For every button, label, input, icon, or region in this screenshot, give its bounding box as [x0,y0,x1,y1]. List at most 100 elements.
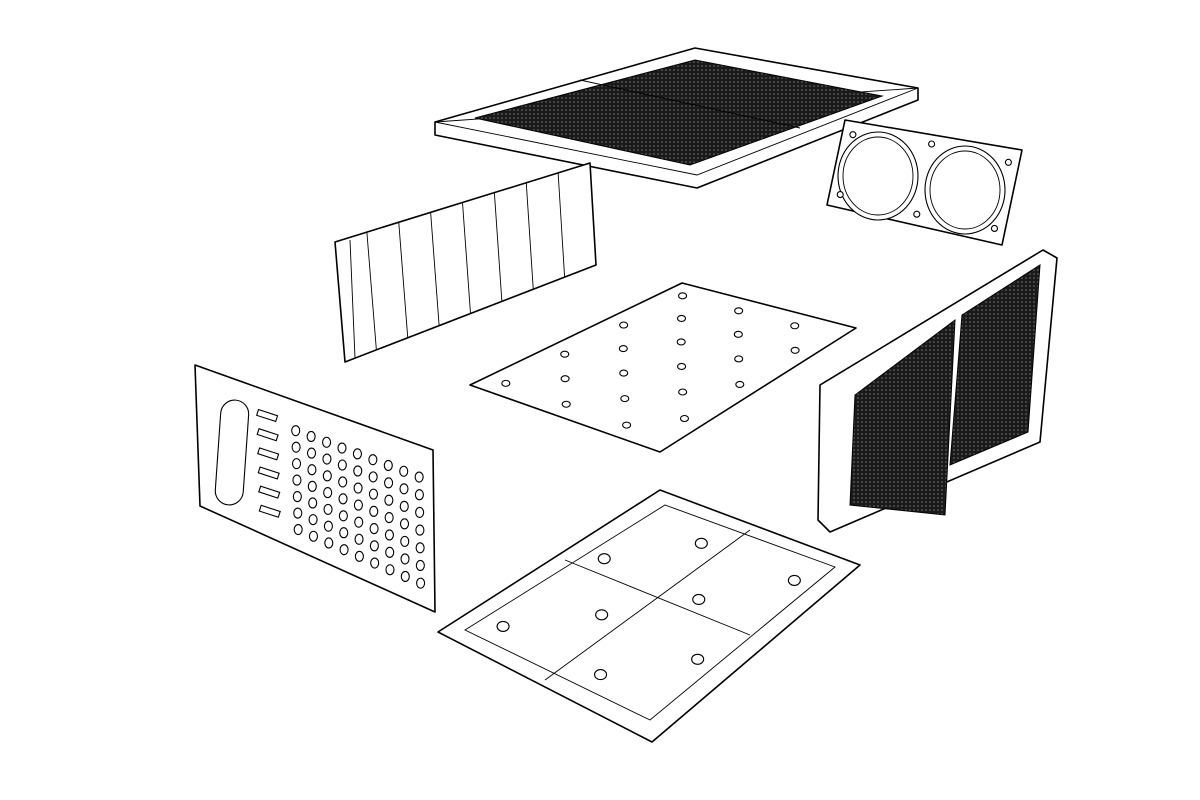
perforation-hole [292,474,302,486]
perforation-hole [383,459,393,472]
perforation-hole [400,553,410,565]
panel-seam [398,222,409,338]
screw-hole [913,210,921,218]
perforation-hole [415,524,425,536]
screw-hole [849,131,857,139]
mounting-hole [677,362,687,371]
mounting-hole [620,395,630,403]
perforation-hole [323,520,333,532]
screw-hole [928,140,936,148]
panel-seam [557,172,566,278]
perforation-hole [306,430,316,443]
perforation-hole [322,470,332,482]
standoff-bolt [787,574,801,586]
mounting-hole [501,379,511,387]
panel-seam [525,182,534,290]
perforation-hole [338,510,348,522]
mounting-hole [678,292,688,300]
perforation-hole [339,544,349,556]
screw-hole [990,224,999,232]
perforation-hole [384,529,394,541]
panel-seam [366,232,377,350]
mounting-hole [619,369,629,377]
perforation-hole [354,550,364,562]
perforation-hole [384,494,394,506]
standoff-bolt [496,620,510,632]
mounting-hole [619,321,629,329]
standoff-bolt [597,553,611,565]
perforation-hole [293,507,303,519]
perforation-hole [399,465,409,477]
mounting-hole [676,338,686,346]
perforation-hole [354,533,364,545]
mounting-plate [469,282,857,453]
top-mesh-panel [434,47,919,189]
perforation-hole [291,425,301,437]
perforation-hole [384,512,394,524]
perforation-hole [368,454,378,466]
perforation-hole [322,453,332,465]
vent-slot [256,428,279,442]
mounting-hole [733,330,743,338]
panel-seam [430,212,440,326]
perforation-hole [370,557,380,569]
perforation-hole [399,518,410,530]
perforation-hole [308,514,318,526]
vent-slot [255,408,279,423]
mounting-hole [734,307,744,315]
perforation-hole [353,482,363,494]
perforation-hole [337,442,347,454]
mounting-hole [618,345,628,353]
perforation-hole [322,436,332,448]
perforation-hole [368,488,379,500]
perforation-hole [400,570,410,582]
perforation-hole [368,471,378,483]
mounting-hole [735,380,745,388]
panel-seam [493,192,503,302]
perforation-hole [307,464,317,476]
standoff-bolt [594,669,608,681]
perforation-hole [385,564,395,576]
fan-plate [826,119,1023,246]
side-panel [334,162,597,363]
perforation-hole [338,493,348,505]
perforation-hole [369,540,379,552]
perforation-hole [385,546,395,558]
perforation-hole [324,537,334,549]
mounting-hole [622,421,632,429]
panel-seam [462,202,471,314]
perforation-hole [400,535,410,547]
mounting-hole [734,355,744,363]
perforation-hole [352,448,362,460]
mounting-hole [676,314,687,322]
perforation-hole [308,530,319,542]
vent-slot [258,485,281,499]
perforation-hole [415,506,425,518]
mounting-hole [561,400,571,408]
perforation-hole [414,471,424,483]
perforation-hole [306,447,317,459]
perforation-hole [415,559,425,572]
perforation-hole [353,499,363,511]
perforation-hole [415,542,425,554]
perforation-hole [323,503,333,515]
mounting-hole [790,346,800,354]
perforation-hole [399,500,409,512]
perforation-hole [291,441,301,453]
mounting-hole [678,388,688,396]
perforation-hole [369,523,379,535]
screw-hole [1004,158,1012,166]
perforation-hole [293,523,303,536]
perforation-hole [307,480,317,492]
front-panel [194,364,436,613]
vent-slot [257,447,280,461]
screw-hole [836,191,844,199]
vent-slot [257,466,280,480]
perforation-hole [291,458,302,470]
standoff-bolt [694,537,708,549]
standoff-bolt [692,593,706,606]
standoff-bolt [595,609,609,621]
perforation-hole [308,497,318,509]
base-frame [437,489,861,743]
